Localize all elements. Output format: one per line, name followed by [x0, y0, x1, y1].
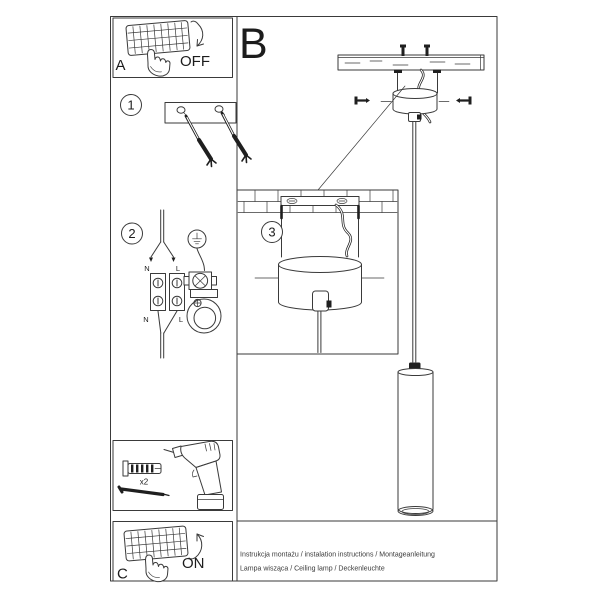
detail-callout-line [317, 85, 406, 191]
panel-a-switch-off: A OFF [112, 17, 233, 78]
step-3-number: 3 [268, 225, 275, 240]
cord-grip-large [312, 290, 332, 312]
ceiling-plank [337, 54, 485, 71]
earth-symbol-icon [187, 229, 207, 249]
supply-cable [149, 209, 176, 262]
wire-label-n-out: N [143, 315, 148, 324]
screw-icon [184, 114, 217, 168]
ground-clamp [183, 271, 222, 334]
step-2-number: 2 [128, 226, 135, 241]
step-2-badge [121, 222, 143, 245]
pendant-cable [412, 121, 417, 363]
lamp-cable [157, 310, 178, 359]
side-screw-icon-right [456, 96, 472, 105]
step-1-number: 1 [127, 98, 134, 113]
step-2-wiring: 2 N L N L [121, 209, 222, 359]
arrow-down-icon [190, 20, 204, 47]
arrow-up-icon [188, 533, 204, 560]
mounting-screws [400, 44, 430, 56]
panel-c-switch-on: C ON [112, 521, 233, 583]
screw-icon [220, 111, 252, 164]
mounting-plate [164, 102, 237, 124]
step-3-ceiling-detail: 3 [236, 189, 399, 355]
cord-grip-small [408, 112, 422, 122]
wire-label-l-in: L [176, 264, 180, 273]
step-1-mounting-plate: 1 [120, 94, 252, 168]
terminal-block [150, 273, 185, 311]
panel-a-letter: A [116, 57, 126, 74]
drill-icon [163, 440, 224, 510]
panel-b-letter: B [239, 20, 268, 68]
footer-line-2: Lampa wisząca / Ceiling lamp / Deckenleu… [240, 566, 385, 573]
canopy-small [380, 88, 450, 115]
footer-text: Instrukcja montażu / instalation instruc… [240, 552, 435, 573]
bracket-plate [280, 196, 360, 258]
screw-long-icon [117, 485, 170, 497]
step-1-badge [120, 94, 142, 116]
tools-panel: x2 [112, 440, 233, 511]
wire-label-l-out: L [179, 315, 183, 324]
wall-plug-icon [122, 460, 162, 477]
outer-border [110, 16, 498, 582]
pendant-lamp-tube [397, 362, 434, 516]
ceiling-bracket [394, 69, 441, 94]
earth-wire [196, 248, 205, 271]
side-screw-icon-left [354, 96, 370, 105]
wavy-wire-detail [334, 203, 353, 258]
panel-c-letter: C [117, 566, 128, 583]
cable-detail [317, 310, 322, 353]
step-3-badge [261, 221, 283, 243]
panel-b-main: B [239, 20, 485, 516]
off-label: OFF [180, 53, 210, 70]
wire-label-n-in: N [144, 264, 149, 273]
footer-line-1: Instrukcja montażu / instalation instruc… [240, 552, 435, 559]
on-label: ON [182, 555, 205, 572]
anchor-qty-label: x2 [140, 478, 149, 487]
